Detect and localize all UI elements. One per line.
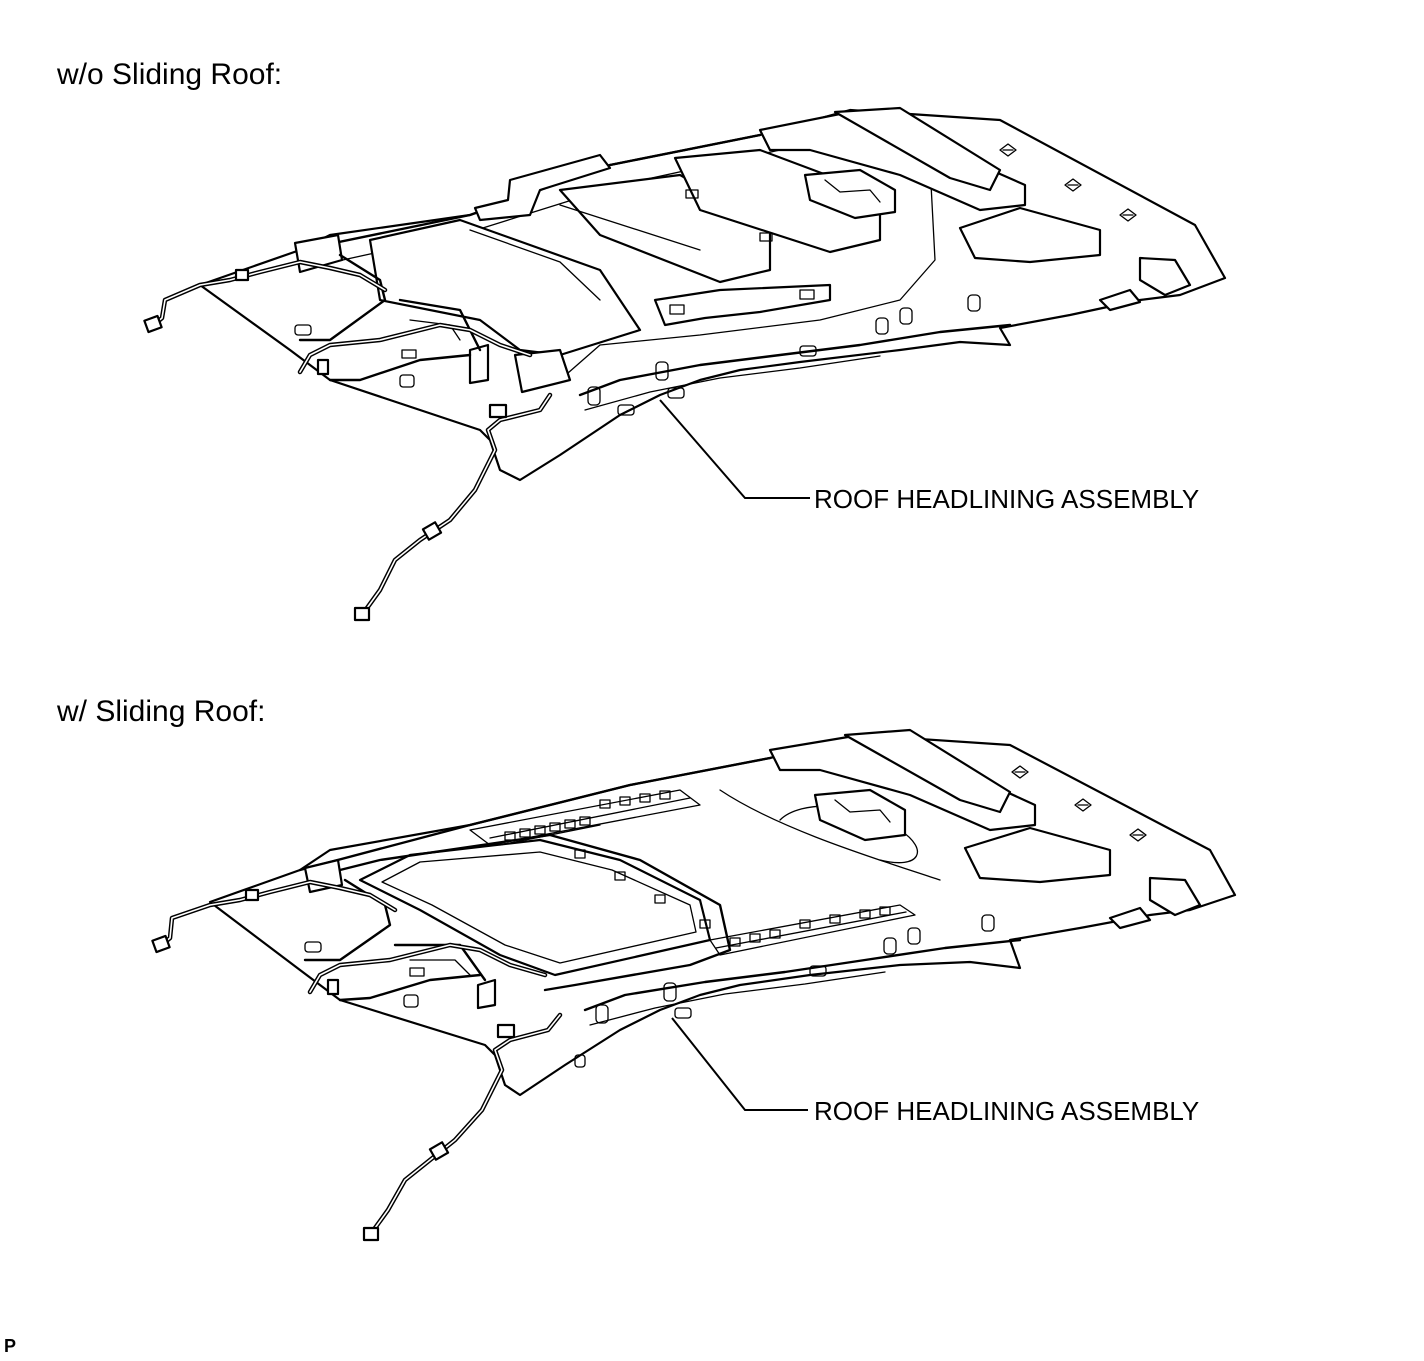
callout-roof-headlining-assembly-top: ROOF HEADLINING ASSEMBLY [814, 484, 1200, 514]
callout-roof-headlining-assembly-bottom: ROOF HEADLINING ASSEMBLY [814, 1096, 1200, 1126]
section-title-without-sliding-roof: w/o Sliding Roof: [57, 58, 283, 91]
leader-line-bottom [671, 1017, 808, 1111]
corner-mark: P [4, 1336, 17, 1356]
leader-line-top [659, 399, 810, 499]
section-title-with-sliding-roof: w/ Sliding Roof: [57, 695, 266, 728]
headlining-illustration-with-sliding-roof [151, 728, 1237, 1242]
headlining-illustration-without-sliding-roof [143, 106, 1227, 622]
